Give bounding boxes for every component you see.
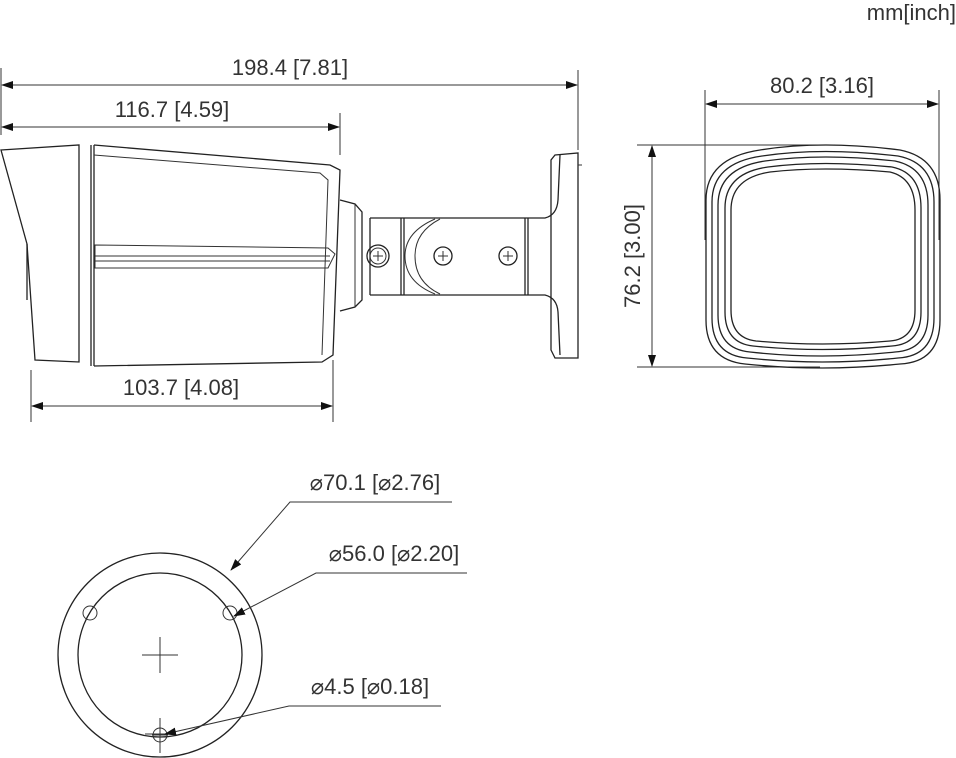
dim-outer-diameter: ⌀70.1 [⌀2.76] [310,470,440,495]
screw-icon [366,244,390,268]
dim-hole-circle-diameter: ⌀56.0 [⌀2.20] [329,541,459,566]
dim-total-length: 198.4 [7.81] [232,55,348,80]
units-label: mm[inch] [867,0,956,25]
dim-height: 76.2 [3.00] [620,204,645,308]
dim-width: 80.2 [3.16] [770,73,874,98]
side-view: 198.4 [7.81] 116.7 [4.59] [0,55,582,422]
dim-hole-diameter: ⌀4.5 [⌀0.18] [311,674,429,699]
mount-base-view: ⌀70.1 [⌀2.76] ⌀56.0 [⌀2.20] ⌀4.5 [⌀0.18] [57,470,467,758]
mount-hole [82,605,98,621]
dim-body-length: 103.7 [4.08] [123,375,239,400]
front-view: 80.2 [3.16] 76.2 [3.00] [620,73,941,369]
screw-icon [498,246,518,266]
screw-icon [433,246,453,266]
dim-bracket-offset: 116.7 [4.59] [115,97,230,122]
